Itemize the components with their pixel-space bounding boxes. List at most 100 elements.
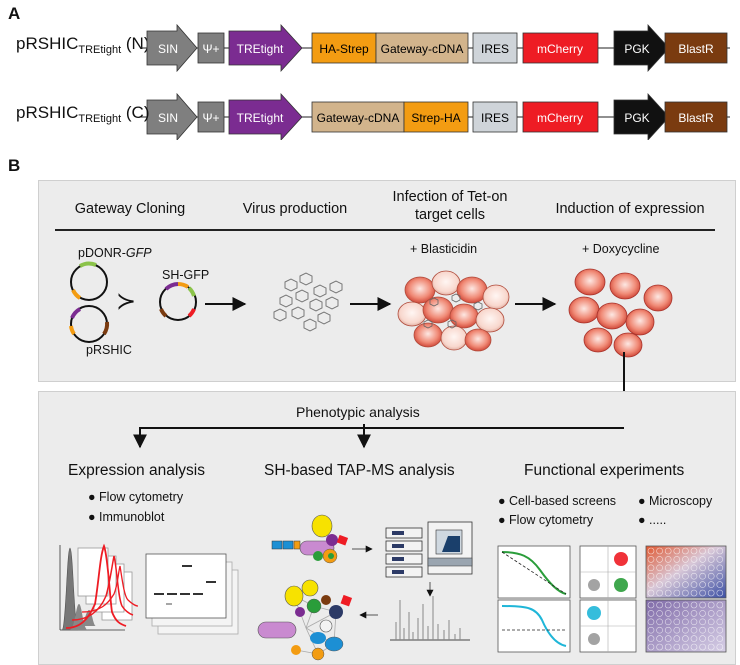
seg-hastrep-box: [311, 32, 377, 64]
pdonr-gfp: GFP: [125, 246, 152, 260]
plate-well: [682, 601, 689, 609]
plate-well: [716, 581, 724, 588]
seg-pgk-arrow: [613, 92, 670, 140]
plate-well: [647, 547, 655, 555]
plate-well: [647, 610, 655, 617]
plate-well: [656, 589, 663, 597]
bullet-flow-cytometry: ● Flow cytometry: [88, 490, 184, 504]
plate-well: [673, 589, 681, 597]
plate-well: [707, 564, 715, 572]
plate-well: [716, 626, 724, 634]
step-gateway-cloning: Gateway Cloning: [74, 201, 186, 217]
interaction-network: [257, 579, 353, 661]
seg-psi-label: Ψ+: [202, 111, 219, 125]
plate-well: [664, 547, 672, 555]
seg-tretight-arrow: [228, 23, 303, 73]
plate-well: [682, 618, 689, 626]
plate-well: [656, 643, 663, 651]
dose-response-plot-2: [497, 599, 571, 653]
plate-well: [716, 556, 724, 563]
plate-well: [647, 564, 655, 572]
seg-sin-arrow: [146, 23, 198, 73]
plate-well: [682, 564, 689, 572]
dose-response-plot-1: [497, 545, 571, 599]
plate-well: [656, 556, 663, 563]
blasticidin-label: + Blasticidin: [410, 242, 478, 256]
plate-well: [699, 589, 706, 597]
construct-n-name: pRSHICTREtight (N): [16, 34, 149, 56]
seg-gateway-box: [311, 101, 405, 133]
plate-well: [673, 618, 681, 626]
plate-well: [664, 601, 672, 609]
plate-well: [690, 564, 698, 572]
plate-well: [682, 547, 689, 555]
plate-well: [647, 635, 655, 642]
plate-well: [647, 589, 655, 597]
seg-gateway-box: [375, 32, 469, 64]
construct-c-sub: TREtight: [78, 113, 122, 125]
plate-well: [690, 556, 698, 563]
plate-well: [647, 601, 655, 609]
plate-well: [716, 547, 724, 555]
bullet-immunoblot: ● Immunoblot: [88, 510, 165, 524]
step-induction: Induction of expression: [555, 201, 705, 217]
plate-well: [699, 556, 706, 563]
plate-well: [656, 635, 663, 642]
seg-sin-arrow: [146, 92, 198, 140]
plate-well: [656, 547, 663, 555]
plate-well: [716, 635, 724, 642]
plate-well: [656, 610, 663, 617]
bullet-cell-screens: ● Cell-based screens: [498, 494, 617, 508]
plate-well: [656, 618, 663, 626]
plate-well: [656, 626, 663, 634]
plate-well: [664, 618, 672, 626]
plate-well: [716, 610, 724, 617]
seg-pgk-label: PGK: [624, 111, 649, 125]
plate-well: [673, 564, 681, 572]
plate-well: [707, 635, 715, 642]
plate-well: [707, 643, 715, 651]
panel-b-letter: B: [8, 156, 21, 175]
plate-well: [664, 581, 672, 588]
step-infection: Infection of Tet-on target cells: [392, 189, 508, 223]
plate-well: [707, 589, 715, 597]
bullet-ellipsis: ● .....: [638, 513, 667, 527]
seg-ires-box: [472, 32, 518, 64]
plate-well: [699, 643, 706, 651]
plate-well: [716, 589, 724, 597]
seg-psi-box: [197, 32, 225, 64]
seg-ires-box: [472, 101, 518, 133]
expression-analysis-title: Expression analysis: [68, 462, 205, 479]
plate-well: [699, 610, 706, 617]
plate-well: [647, 618, 655, 626]
plate-well: [690, 635, 698, 642]
seg-hastrep-label: HA-Strep: [319, 42, 369, 56]
plate-well: [690, 626, 698, 634]
bait-complex: [271, 514, 349, 564]
seg-sin-label: SIN: [158, 42, 178, 56]
plate-well: [716, 564, 724, 572]
plate-well: [673, 547, 681, 555]
plate-well: [682, 635, 689, 642]
seg-blastr-label: BlastR: [678, 42, 714, 56]
bullet-microscopy: ● Microscopy: [638, 494, 713, 508]
phenotypic-analysis-label: Phenotypic analysis: [296, 404, 420, 420]
bullet-immunoblot-text: Immunoblot: [99, 510, 165, 524]
plate-well: [682, 556, 689, 563]
plate-well: [682, 610, 689, 617]
plate-well: [682, 643, 689, 651]
plate-well: [699, 564, 706, 572]
mass-spectrometer: [385, 521, 473, 578]
seg-gateway-label: Gateway-cDNA: [317, 111, 400, 125]
bullet-ellipsis-text: .....: [649, 513, 667, 527]
mass-spectrum: [390, 596, 470, 641]
plate-well: [699, 626, 706, 634]
seg-pgk-label: PGK: [624, 42, 649, 56]
seg-mcherry-box: [522, 32, 599, 64]
construct-n-sub: TREtight: [78, 44, 122, 56]
panel-a-letter: A: [8, 4, 21, 23]
seg-psi-label: Ψ+: [202, 42, 219, 56]
quadrant-plot-1: [579, 545, 637, 599]
plate-well: [699, 635, 706, 642]
